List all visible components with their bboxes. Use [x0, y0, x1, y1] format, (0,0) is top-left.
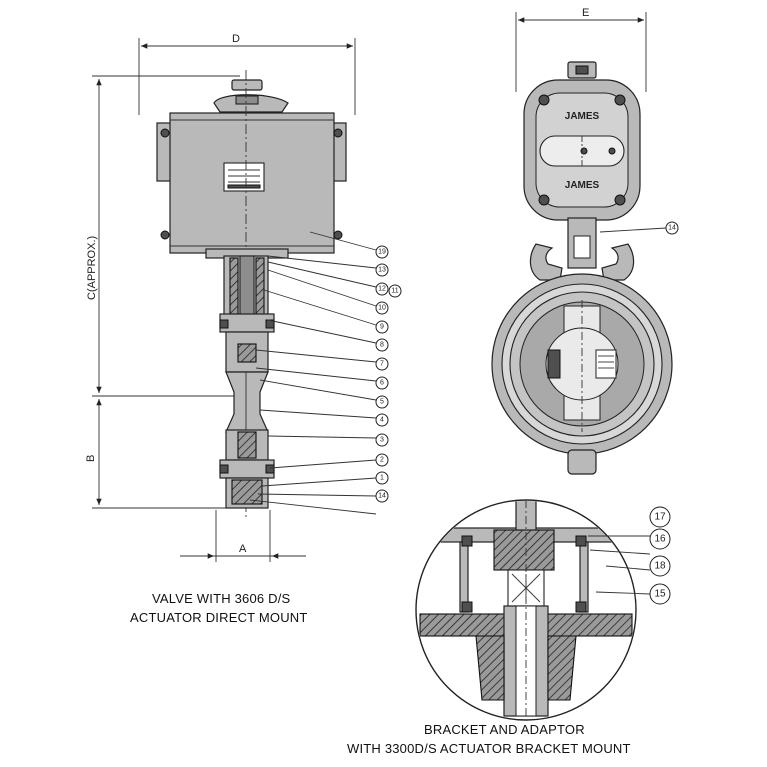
callout-number: 19: [378, 249, 386, 256]
callout-number: 16: [654, 534, 666, 545]
dimension-a-label: A: [239, 543, 247, 555]
dimension-b: B: [85, 399, 240, 509]
callout-number: 1: [380, 475, 384, 482]
callout-number: 9: [380, 324, 384, 331]
callout-bubble: 7: [375, 357, 389, 371]
right-caption-line1: BRACKET AND ADAPTOR: [424, 722, 585, 737]
valve-neck: [223, 255, 269, 317]
left-caption-line2: ACTUATOR DIRECT MOUNT: [130, 610, 308, 625]
callout-number: 3: [380, 437, 384, 444]
dimension-d-label: D: [232, 33, 240, 45]
callout-bubble: 19: [375, 245, 389, 259]
dimension-c: C(APPROX.): [86, 75, 240, 397]
dimension-b-label: B: [85, 455, 97, 462]
callout-bubble: 2: [375, 453, 389, 467]
callout-bubble: 18: [649, 555, 671, 577]
callout-bubble: 10: [375, 301, 389, 315]
valve-disc-section: [225, 371, 269, 433]
callout-bubble: 3: [375, 433, 389, 447]
nameplate-brand-top: JAMES: [565, 111, 600, 122]
callout-bubble: 11: [388, 284, 402, 298]
callout-number: 11: [391, 288, 398, 295]
callout-bubble: 16: [649, 528, 671, 550]
callout-bubble: 17: [649, 506, 671, 528]
dimension-d: D: [138, 33, 356, 115]
valve-body-upper: [219, 313, 275, 373]
callout-bubble: 1: [375, 471, 389, 485]
left-caption-line1: VALVE WITH 3606 D/S: [152, 591, 291, 606]
nameplate-brand-bottom: JAMES: [565, 180, 600, 191]
callout-bubble: 15: [649, 583, 671, 605]
callout-number: 14: [378, 493, 386, 500]
callout-number: 18: [654, 561, 666, 572]
callout-number: 10: [378, 305, 386, 312]
callout-number: 2: [380, 457, 384, 464]
callout-bubble: 13: [375, 263, 389, 277]
front-view: E JAMES JAMES 14: [491, 7, 679, 475]
callout-number: 4: [380, 417, 384, 424]
leader-lines: [249, 231, 377, 515]
callout-number: 6: [380, 380, 384, 387]
callout-number: 8: [380, 342, 384, 349]
callout-bubble: 4: [375, 413, 389, 427]
callout-number: 14: [668, 225, 676, 232]
valve-body-lower: [219, 429, 275, 509]
actuator-front: JAMES JAMES: [523, 79, 641, 221]
dimension-c-label: C(APPROX.): [86, 236, 98, 300]
callout-number: 15: [654, 589, 666, 600]
callout-bubble: 14: [375, 489, 389, 503]
side-callouts: 19 13 12 11 10 9 8 7 6 5 4 3 2 1 14: [375, 245, 402, 503]
dimension-e-label: E: [582, 7, 589, 19]
callout-number: 12: [378, 286, 386, 293]
callout-bubble: 12: [375, 282, 389, 296]
right-caption-line2: WITH 3300D/S ACTUATOR BRACKET MOUNT: [347, 741, 631, 756]
side-view: D C(APPROX.) B A: [85, 33, 402, 625]
callout-number: 7: [380, 361, 384, 368]
callout-bubble: 8: [375, 338, 389, 352]
callout-number: 17: [654, 512, 666, 523]
callout-bubble: 5: [375, 395, 389, 409]
callout-number: 13: [378, 267, 386, 274]
bracket-detail: 17 16 18 15: [415, 499, 671, 721]
dimension-a: A: [180, 510, 306, 562]
callout-bubble: 9: [375, 320, 389, 334]
callout-number: 5: [380, 399, 384, 406]
dimension-e: E: [515, 7, 647, 92]
callout-bubble: 6: [375, 376, 389, 390]
actuator-top-indicator: [213, 79, 289, 113]
actuator-body: [156, 112, 347, 254]
valve-body-front: [491, 273, 673, 475]
callout-bubble: 14: [665, 221, 679, 235]
front-neck: 14: [529, 217, 679, 281]
